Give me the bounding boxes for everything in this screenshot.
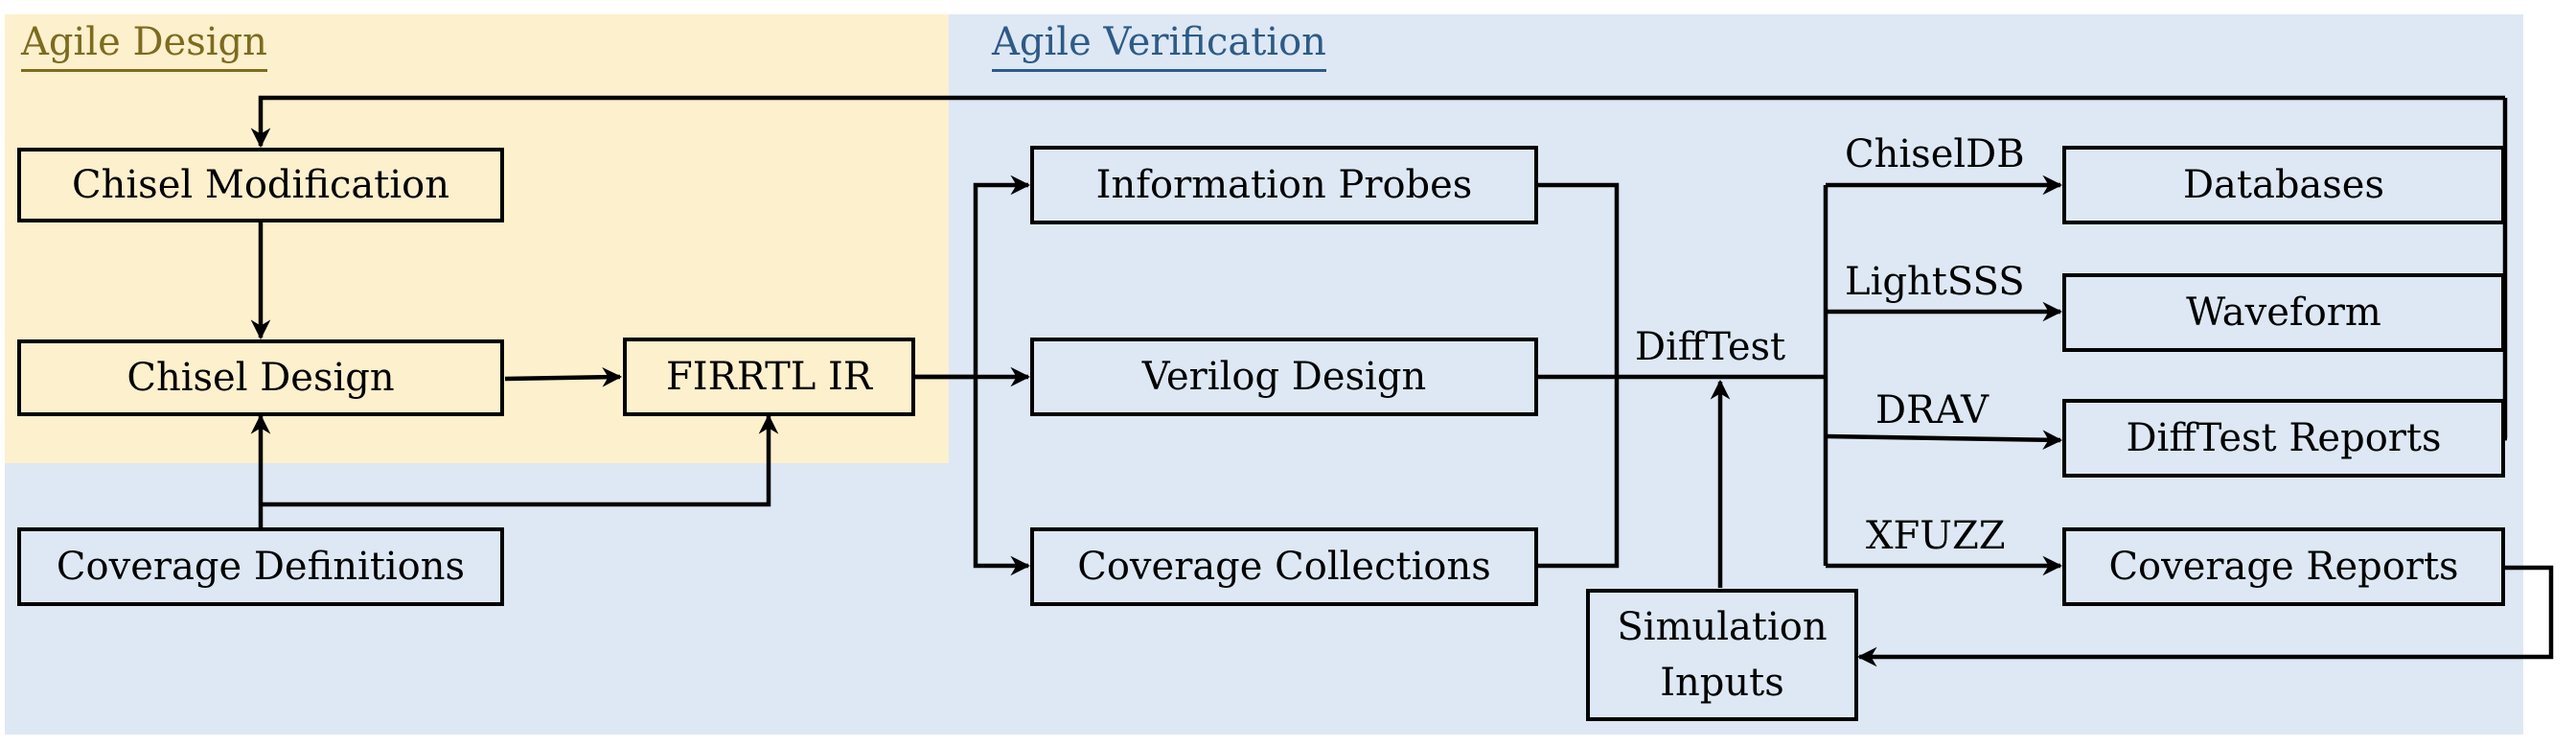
coverage-reports-box: Coverage Reports bbox=[2062, 527, 2505, 606]
xfuzz-edge-label: XFUZZ bbox=[1866, 514, 2006, 558]
chisel-modification-box: Chisel Modification bbox=[17, 148, 504, 222]
edge-feedback-to-chisel-modification bbox=[261, 95, 2508, 438]
edge-difftest-to-difftest-reports bbox=[1825, 430, 2063, 451]
coverage-definitions-label: Coverage Definitions bbox=[56, 545, 466, 589]
simulation-inputs-label-line1: Simulation bbox=[1617, 605, 1828, 649]
drav-edge-label: DRAV bbox=[1875, 388, 1989, 432]
coverage-definitions-box: Coverage Definitions bbox=[17, 527, 504, 606]
firrtl-ir-label: FIRRTL IR bbox=[666, 355, 872, 399]
chisel-design-label: Chisel Design bbox=[126, 356, 395, 400]
verilog-design-box: Verilog Design bbox=[1030, 338, 1538, 416]
information-probes-label: Information Probes bbox=[1095, 163, 1473, 207]
agile-verification-title: Agile Verification bbox=[992, 19, 1326, 72]
difftest-reports-label: DiffTest Reports bbox=[2126, 416, 2442, 460]
coverage-collections-box: Coverage Collections bbox=[1030, 527, 1538, 606]
coverage-collections-label: Coverage Collections bbox=[1077, 545, 1491, 589]
difftest-edge-label: DiffTest bbox=[1635, 325, 1786, 369]
edge-coverage-definitions-to-firrtl bbox=[261, 413, 779, 507]
edge-firrtl-to-information-probes bbox=[914, 175, 1031, 380]
simulation-inputs-box: Simulation Inputs bbox=[1586, 589, 1858, 721]
lightsss-edge-label: LightSSS bbox=[1845, 260, 2025, 304]
firrtl-ir-box: FIRRTL IR bbox=[623, 338, 915, 416]
difftest-reports-box: DiffTest Reports bbox=[2062, 399, 2505, 478]
edge-firrtl-to-coverage-collections bbox=[973, 377, 1031, 576]
databases-label: Databases bbox=[2182, 163, 2385, 207]
coverage-reports-label: Coverage Reports bbox=[2108, 545, 2459, 589]
chisel-design-box: Chisel Design bbox=[17, 339, 504, 416]
chiseldb-edge-label: ChiselDB bbox=[1845, 132, 2025, 176]
waveform-label: Waveform bbox=[2186, 291, 2381, 335]
verilog-design-label: Verilog Design bbox=[1141, 355, 1427, 399]
information-probes-box: Information Probes bbox=[1030, 146, 1538, 224]
waveform-box: Waveform bbox=[2062, 273, 2505, 352]
agile-design-title: Agile Design bbox=[21, 19, 267, 72]
edge-chisel-design-to-firrtl bbox=[504, 366, 623, 387]
edge-coverage-reports-to-simulation-inputs bbox=[1856, 565, 2554, 667]
databases-box: Databases bbox=[2062, 146, 2505, 224]
chisel-modification-label: Chisel Modification bbox=[72, 163, 449, 207]
simulation-inputs-label-line2: Inputs bbox=[1660, 661, 1784, 705]
